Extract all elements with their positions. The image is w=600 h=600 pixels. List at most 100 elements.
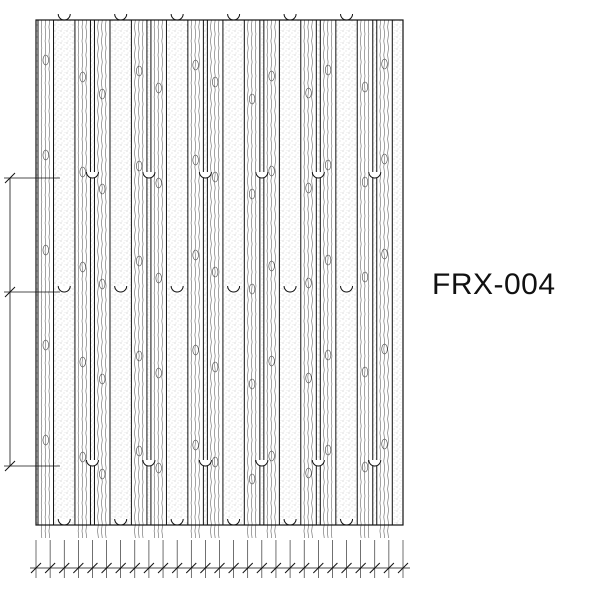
wood-knot xyxy=(381,153,388,165)
dimension-tick xyxy=(327,562,338,574)
wood-knot xyxy=(305,182,312,194)
dimension-tick xyxy=(171,562,183,574)
slot-notch xyxy=(340,13,354,21)
wood-grain-line xyxy=(97,19,99,539)
wood-knot xyxy=(99,468,106,480)
slot-notch xyxy=(114,285,128,293)
wood-knot xyxy=(42,434,49,446)
slot-notch xyxy=(142,171,156,179)
dimension-tick xyxy=(185,562,197,574)
wood-knot xyxy=(248,378,256,390)
wood-knot xyxy=(155,462,162,474)
wood-grain-line xyxy=(379,19,381,539)
wood-grain-line xyxy=(247,19,249,539)
wood-knot xyxy=(136,445,143,457)
wood-knot xyxy=(155,177,162,189)
wood-knot xyxy=(268,260,275,272)
dimension-tick xyxy=(383,562,395,574)
wood-grain-line xyxy=(323,19,325,539)
wood-grain-line xyxy=(218,19,220,539)
wood-knot xyxy=(305,467,312,479)
wood-grain-line xyxy=(194,19,196,539)
wood-knot xyxy=(42,54,49,66)
dimension-tick xyxy=(284,562,296,574)
dimension-lines xyxy=(4,172,410,578)
wood-knot xyxy=(381,248,388,260)
wood-grain-line xyxy=(274,19,276,539)
wood-knot xyxy=(361,461,369,473)
wood-knot xyxy=(155,367,162,379)
wood-grain-line xyxy=(81,19,83,539)
wood-knot xyxy=(324,159,332,171)
wood-grain-line xyxy=(303,19,305,539)
wood-knot xyxy=(155,82,162,94)
wood-knot xyxy=(136,255,143,267)
wood-knot xyxy=(79,356,86,368)
wood-knot xyxy=(79,166,86,178)
wood-knot xyxy=(212,456,219,468)
wood-knot xyxy=(136,160,143,172)
wood-knot xyxy=(268,70,275,82)
dimension-tick xyxy=(341,562,352,574)
slot-notch xyxy=(368,171,382,179)
wood-knot xyxy=(42,244,49,256)
wood-knot xyxy=(324,64,332,76)
slot-notch xyxy=(255,171,269,179)
dimension-tick xyxy=(214,562,225,574)
panel-border xyxy=(35,19,404,526)
wood-grain-line xyxy=(134,19,136,539)
dimension-tick xyxy=(298,562,310,574)
wood-knot xyxy=(305,277,312,289)
dimension-tick xyxy=(72,562,84,574)
dimension-tick xyxy=(143,562,155,574)
wood-knot xyxy=(268,450,275,462)
wood-knot xyxy=(361,366,369,378)
dimension-tick xyxy=(30,562,42,574)
slot-notch xyxy=(114,13,128,21)
wood-knot xyxy=(248,283,256,295)
slot-notch xyxy=(170,13,184,21)
wood-knot xyxy=(361,176,369,188)
wood-knot xyxy=(248,473,256,485)
dimension-tick xyxy=(369,562,381,574)
wood-knot xyxy=(212,266,219,278)
wood-grain-line xyxy=(85,19,87,539)
wood-grain-line xyxy=(266,19,268,539)
wood-grain-line xyxy=(40,19,43,539)
dimension-tick xyxy=(242,562,254,574)
wood-grain-line xyxy=(307,19,309,539)
wood-knot xyxy=(192,439,199,451)
wood-knot xyxy=(268,355,275,367)
wood-grain-line xyxy=(327,19,329,539)
wood-grain-line xyxy=(105,19,107,539)
wood-grain-line xyxy=(210,19,212,539)
dimension-tick xyxy=(4,172,16,184)
wood-grain-line xyxy=(138,19,140,539)
dimension-tick xyxy=(115,562,127,574)
slot-notch xyxy=(227,285,241,293)
wood-knot xyxy=(79,71,86,83)
dimension-tick xyxy=(200,562,211,574)
wood-grain-line xyxy=(190,19,192,539)
wood-grain-line xyxy=(364,19,366,539)
dimension-tick xyxy=(129,562,141,574)
wood-grain-line xyxy=(161,19,163,539)
wood-grain-line xyxy=(157,19,159,539)
wood-grain-line xyxy=(214,19,216,539)
dimension-tick xyxy=(44,562,56,574)
wood-knot xyxy=(305,372,312,384)
wood-knot xyxy=(192,344,199,356)
wood-grain-line xyxy=(48,19,50,539)
wood-knot xyxy=(212,76,219,88)
wood-knot xyxy=(324,349,332,361)
slot-notch xyxy=(283,285,297,293)
slot-notch xyxy=(170,285,184,293)
slot-notch xyxy=(57,13,71,21)
dimension-tick xyxy=(270,562,282,574)
wood-knot xyxy=(42,149,49,161)
drawing-code-label: FRX-004 xyxy=(432,268,556,301)
dimension-tick xyxy=(312,562,324,574)
slot-notch xyxy=(198,171,212,179)
wood-grain-line xyxy=(198,19,200,539)
